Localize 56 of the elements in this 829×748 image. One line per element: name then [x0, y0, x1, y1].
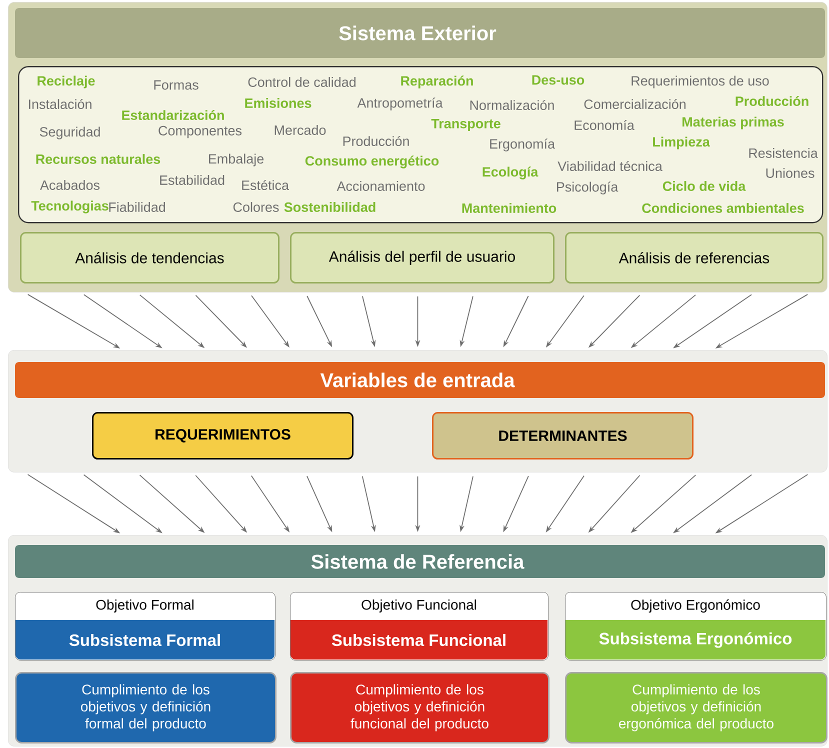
word: Ciclo de vida	[662, 181, 746, 191]
variable-box: DETERMINANTES	[432, 412, 694, 460]
word: Formas	[154, 80, 198, 90]
word: Mantenimiento	[462, 203, 556, 213]
word: Reparación	[401, 76, 473, 88]
word: Control de calidad	[248, 77, 356, 87]
word: Componentes	[158, 126, 242, 138]
word: Colores	[233, 202, 279, 212]
word: Uniones	[766, 168, 814, 178]
word: Consumo energético	[305, 156, 439, 168]
word: Estandarización	[122, 110, 224, 120]
word: Accionamiento	[336, 181, 425, 191]
description-box: Cumplimiento de los objetivos y definición formal del producto	[15, 672, 276, 744]
title-bar: Sistema Exterior	[15, 8, 825, 58]
word: Transporte	[431, 118, 500, 132]
analysis-box: Análisis de tendencias	[20, 232, 280, 284]
word: Viabilidad técnica	[558, 160, 662, 172]
word: Ergonomía	[490, 138, 556, 152]
word: Fiabilidad	[109, 202, 165, 212]
description-box: Cumplimiento de los objetivos y definición ergonómica del producto	[565, 672, 828, 744]
word: Emisiones	[245, 98, 312, 108]
word: Reciclaje	[38, 76, 95, 88]
word: Limpieza	[653, 136, 710, 150]
word: Acabados	[40, 180, 100, 190]
analysis-box: Análisis del perfil de usuario	[290, 232, 554, 284]
description-box: Cumplimiento de los objetivos y definición funcional del producto	[290, 672, 550, 744]
word: Normalización	[470, 100, 554, 110]
word: Mercado	[274, 125, 326, 135]
word: Antropometría	[357, 98, 443, 110]
word: Embalaje	[208, 154, 264, 166]
word: Estabilidad	[160, 175, 224, 185]
word: Producción	[736, 96, 808, 106]
word: Requerimientos de uso	[632, 76, 769, 88]
title-bar: Variables de entrada	[15, 362, 825, 398]
subsystem-card: Objetivo Funcional Subsistema Funcional	[290, 592, 548, 660]
word: Estética	[242, 180, 290, 190]
subsystem-card: Objetivo Formal Subsistema Formal	[15, 592, 276, 660]
word: Economía	[574, 120, 634, 130]
word-cloud-box	[18, 66, 824, 224]
word: Materias primas	[682, 116, 784, 130]
title-bar: Sistema de Referencia	[15, 545, 825, 578]
word: Recursos naturales	[36, 154, 160, 164]
word: Comercialización	[584, 98, 686, 110]
word: Ecología	[482, 166, 538, 180]
word: Sostenibilidad	[284, 202, 376, 212]
word: Instalación	[28, 98, 92, 110]
word: Seguridad	[40, 126, 100, 140]
variable-box: REQUERIMIENTOS	[92, 412, 354, 460]
word: Tecnologias	[31, 200, 108, 214]
word: Resistencia	[749, 148, 818, 158]
subsystem-card: Objetivo Ergonómico Subsistema Ergonómico	[565, 592, 826, 660]
word: Psicología	[556, 182, 618, 194]
word: Des-uso	[532, 75, 584, 85]
word: Producción	[343, 136, 409, 146]
word: Condiciones ambientales	[642, 203, 804, 213]
analysis-box: Análisis de referencias	[565, 232, 824, 284]
